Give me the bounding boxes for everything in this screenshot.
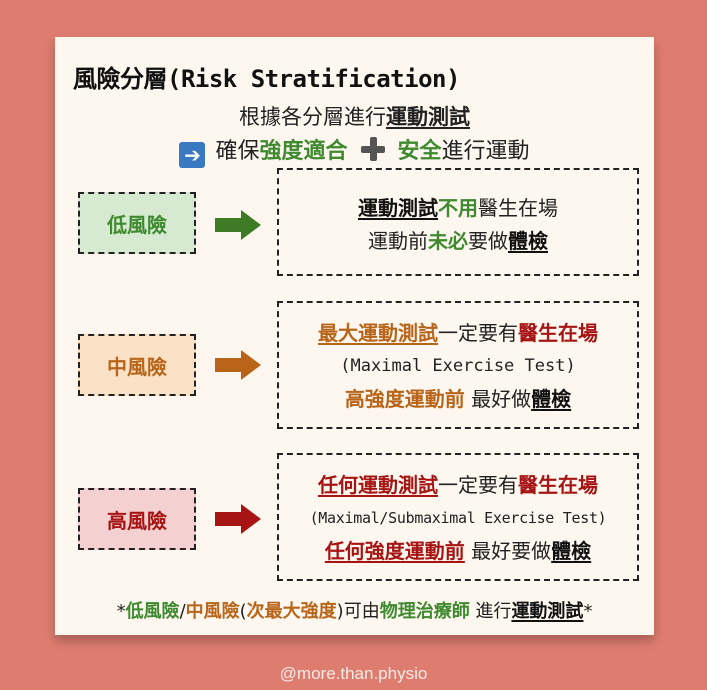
plus-icon xyxy=(360,136,386,162)
medium-risk-arrow-icon xyxy=(215,350,261,380)
subtitle-line-2: ➔確保強度適合安全進行運動 xyxy=(55,133,654,168)
infographic-card: 風險分層(Risk Stratification) 根據各分層進行運動測試 ➔確… xyxy=(55,37,654,635)
low-risk-line-1: 運動測試不用醫生在場 xyxy=(358,196,558,220)
medium-risk-line-1: 最大運動測試一定要有醫生在場 xyxy=(318,321,598,345)
watermark-handle: @more.than.physio xyxy=(279,664,428,683)
subtitle-line-1: 根據各分層進行運動測試 xyxy=(239,105,470,129)
low-risk-arrow-icon xyxy=(215,210,261,240)
medium-risk-box: 最大運動測試一定要有醫生在場 (Maximal Exercise Test) 高… xyxy=(277,301,639,429)
low-risk-tag: 低風險 xyxy=(78,192,196,254)
medium-risk-line-3: 高強度運動前 最好做體檢 xyxy=(344,387,572,411)
high-risk-tag: 高風險 xyxy=(78,488,196,550)
high-risk-line-2: (Maximal/Submaximal Exercise Test) xyxy=(309,509,607,527)
medium-risk-tag: 中風險 xyxy=(78,334,196,396)
low-risk-box: 運動測試不用醫生在場 運動前未必要做體檢 xyxy=(277,168,639,276)
page-title: 風險分層(Risk Stratification) xyxy=(73,65,460,93)
footer-note: *低風險/中風險(次最大強度)可由物理治療師 進行運動測試* xyxy=(116,601,593,622)
medium-risk-line-2: (Maximal Exercise Test) xyxy=(340,356,576,376)
high-risk-box: 任何運動測試一定要有醫生在場 (Maximal/Submaximal Exerc… xyxy=(277,453,639,581)
high-risk-line-3: 任何強度運動前 最好要做體檢 xyxy=(324,539,592,563)
high-risk-line-1: 任何運動測試一定要有醫生在場 xyxy=(318,473,598,497)
right-arrow-icon: ➔ xyxy=(179,142,206,168)
low-risk-line-2: 運動前未必要做體檢 xyxy=(368,229,548,253)
high-risk-arrow-icon xyxy=(215,504,261,534)
